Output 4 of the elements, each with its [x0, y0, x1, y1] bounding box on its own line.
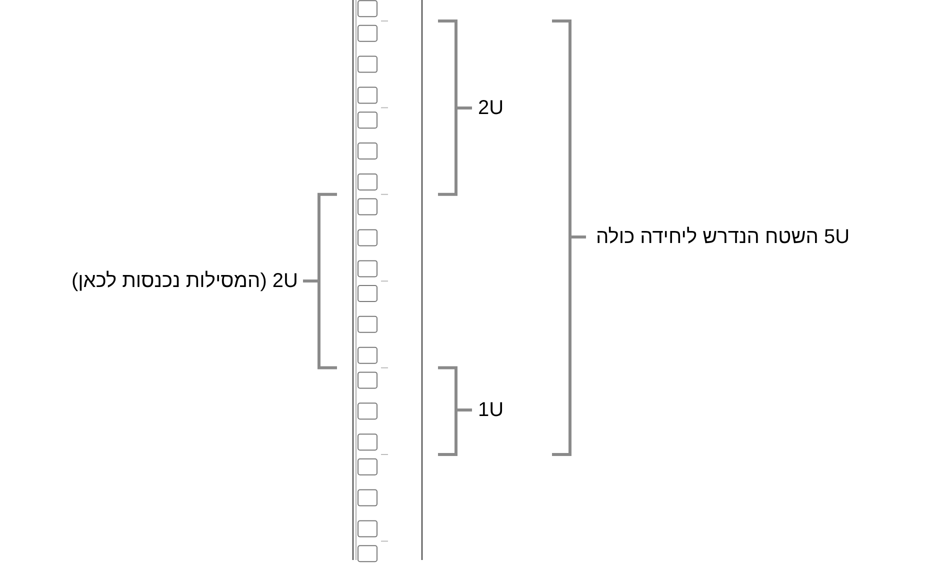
dimension-label: 2U: [478, 96, 504, 120]
dimension-label: 5U השטח הנדרש ליחידה כולה: [596, 225, 850, 249]
dimension-label: 1U: [478, 398, 504, 422]
dimension-label: 2U (המסילות נכנסות לכאן): [71, 269, 298, 293]
